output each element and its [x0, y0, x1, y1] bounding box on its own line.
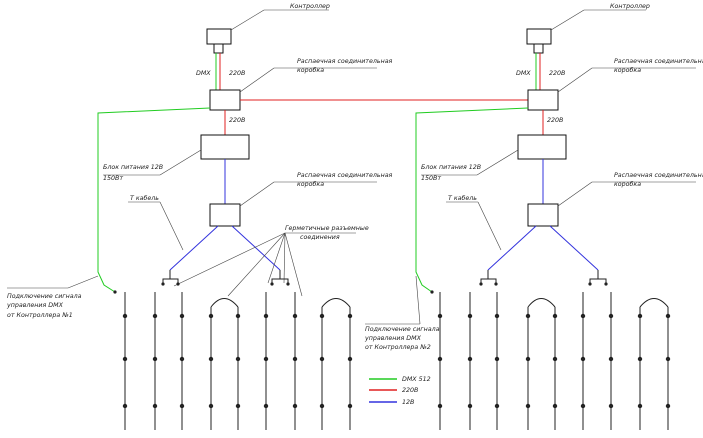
- system-1: Контроллер DMX 220В Распаечная соедините…: [6, 3, 393, 430]
- legend-label-12: 12В: [402, 399, 414, 406]
- legend: DMX 512 220В 12В: [369, 376, 431, 406]
- svg-text:коробка: коробка: [614, 180, 641, 188]
- t-cable-1-label: Т кабель: [130, 194, 159, 202]
- t-cable-2-label: Т кабель: [448, 194, 477, 202]
- junction-box-1a-label: Распаечная соединительная: [297, 58, 393, 65]
- svg-text:управления DMX: управления DMX: [364, 335, 422, 342]
- controller-2-connector: [533, 43, 544, 54]
- svg-text:от Контроллера №1: от Контроллера №1: [7, 312, 73, 319]
- legend-label-dmx: DMX 512: [402, 376, 431, 383]
- dmx-label-2: DMX: [516, 70, 531, 77]
- junction-box-2a: [527, 89, 559, 111]
- psu-1-label: Блок питания 12В: [103, 164, 163, 171]
- junction-box-2a-label: Распаечная соединительная: [614, 58, 703, 65]
- v220-label-1b: 220В: [229, 117, 245, 124]
- svg-text:коробка: коробка: [297, 180, 324, 188]
- v220-label-1a: 220В: [229, 70, 245, 77]
- controller-2-box: [526, 28, 552, 45]
- controller-1-label: Контроллер: [290, 3, 330, 10]
- svg-text:от Контроллера №2: от Контроллера №2: [365, 344, 431, 351]
- junction-box-2b-label: Распаечная соединительная: [614, 172, 703, 179]
- dmx-label-1: DMX: [196, 70, 211, 77]
- junction-box-1a: [209, 89, 241, 111]
- junction-box-1b: [209, 203, 241, 227]
- system-2: Контроллер DMX 220В Распаечная соедините…: [364, 3, 703, 430]
- svg-text:коробка: коробка: [297, 66, 324, 74]
- svg-text:коробка: коробка: [614, 66, 641, 74]
- legend-label-220: 220В: [402, 387, 418, 394]
- v220-label-2a: 220В: [549, 70, 565, 77]
- junction-box-1b-label: Распаечная соединительная: [297, 172, 393, 179]
- sealed-label: Герметичные разъемные: [285, 225, 369, 232]
- svg-text:управления DMX: управления DMX: [6, 302, 64, 309]
- svg-text:150Вт: 150Вт: [103, 175, 123, 182]
- v220-label-2b: 220В: [547, 117, 563, 124]
- controller-2-label: Контроллер: [610, 3, 650, 10]
- psu-1-box: [200, 134, 250, 160]
- svg-text:соединения: соединения: [300, 234, 340, 241]
- junction-box-2b: [527, 203, 559, 227]
- controller-1-box: [206, 28, 232, 45]
- signal-2-label: Подключение сигнала: [365, 326, 440, 333]
- svg-text:150Вт: 150Вт: [421, 175, 441, 182]
- signal-1-label: Подключение сигнала: [7, 293, 82, 300]
- psu-2-box: [517, 134, 567, 160]
- psu-2-label: Блок питания 12В: [421, 164, 481, 171]
- controller-1-connector: [213, 43, 224, 54]
